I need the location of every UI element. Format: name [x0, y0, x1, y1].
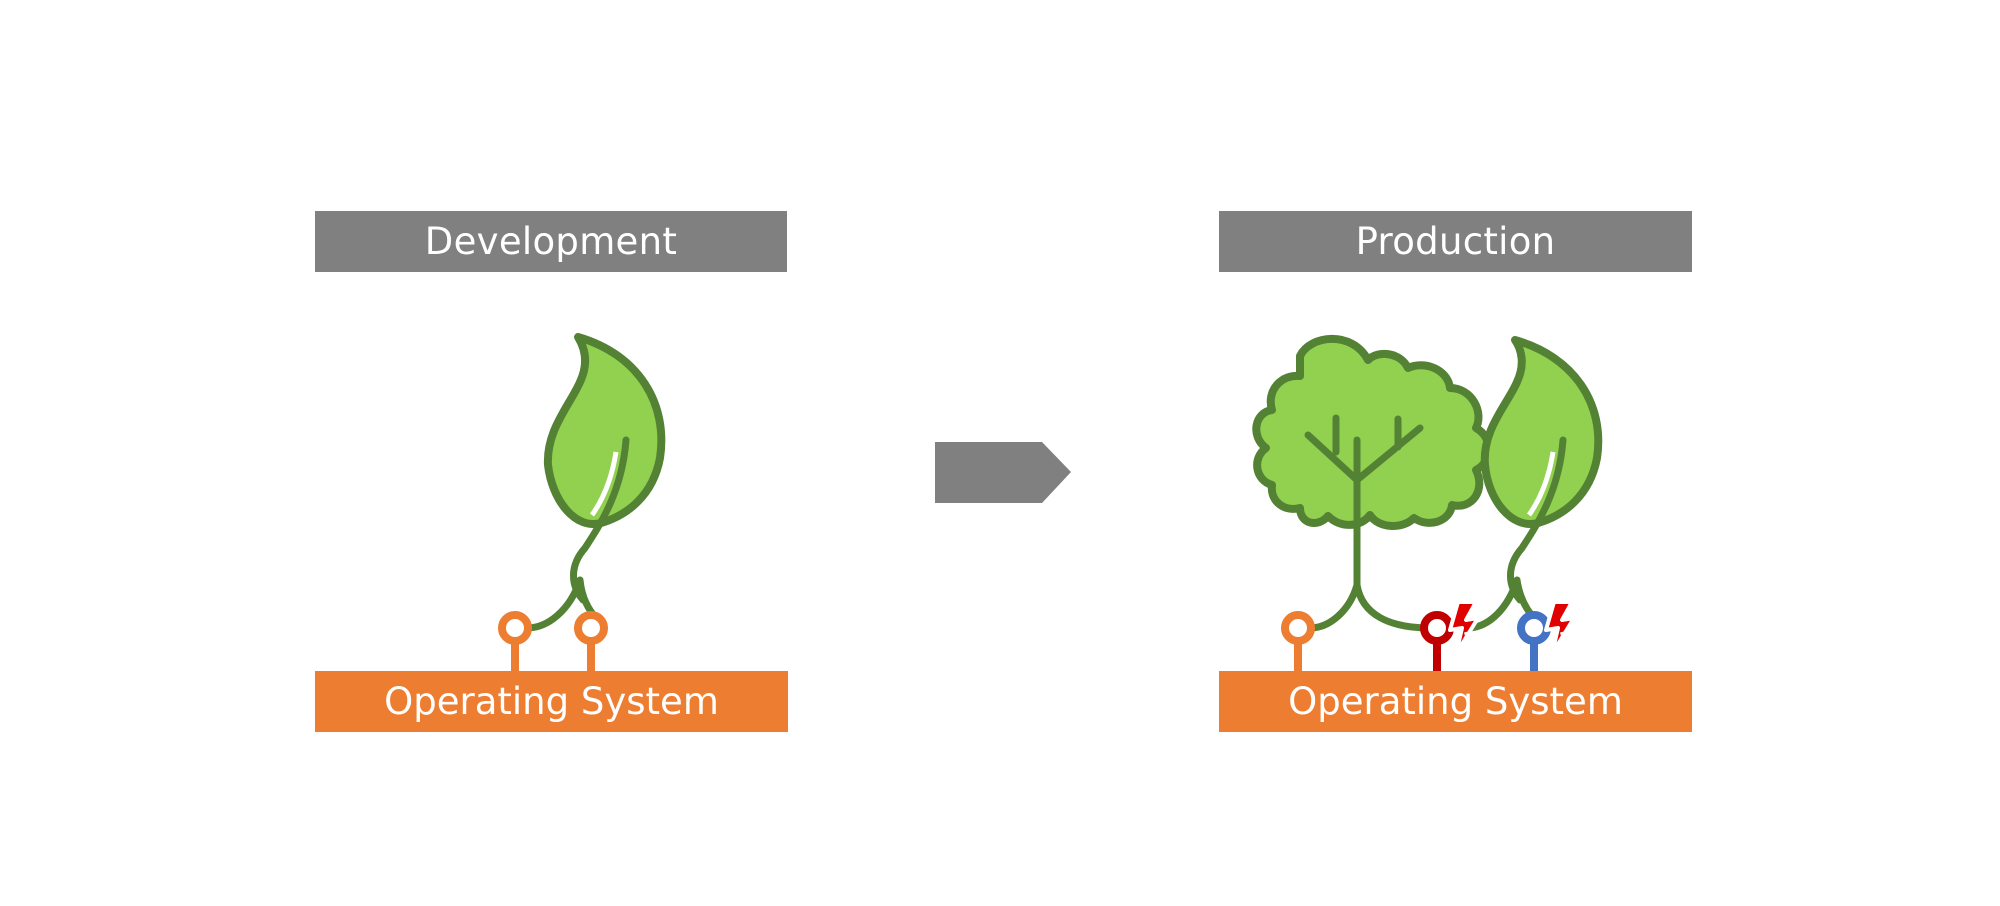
tree-roots — [1306, 581, 1434, 632]
lightning-icon — [1448, 600, 1480, 665]
development-header: Development — [315, 211, 787, 272]
prod-connector-blue — [1517, 611, 1551, 672]
arrow-icon — [935, 442, 1071, 503]
production-os-bar: Operating System — [1219, 671, 1692, 732]
production-header: Production — [1219, 211, 1692, 272]
prod-connector-orange — [1281, 611, 1315, 672]
leaf-highlight — [589, 451, 619, 517]
production-tree — [1252, 334, 1493, 632]
tree-icon — [1252, 334, 1493, 530]
dev-connector-2 — [574, 611, 608, 672]
dev-connector-1 — [498, 611, 532, 672]
development-leaf-plant — [498, 333, 666, 672]
leaf-icon — [543, 333, 666, 528]
leaf-icon — [1480, 336, 1603, 528]
lightning-icon — [1544, 600, 1576, 665]
development-os-bar: Operating System — [315, 671, 788, 732]
prod-connector-red — [1420, 611, 1454, 672]
leaf-highlight — [1526, 451, 1556, 517]
production-leaf-plant — [1466, 336, 1603, 632]
tree-trunk — [1304, 414, 1424, 589]
